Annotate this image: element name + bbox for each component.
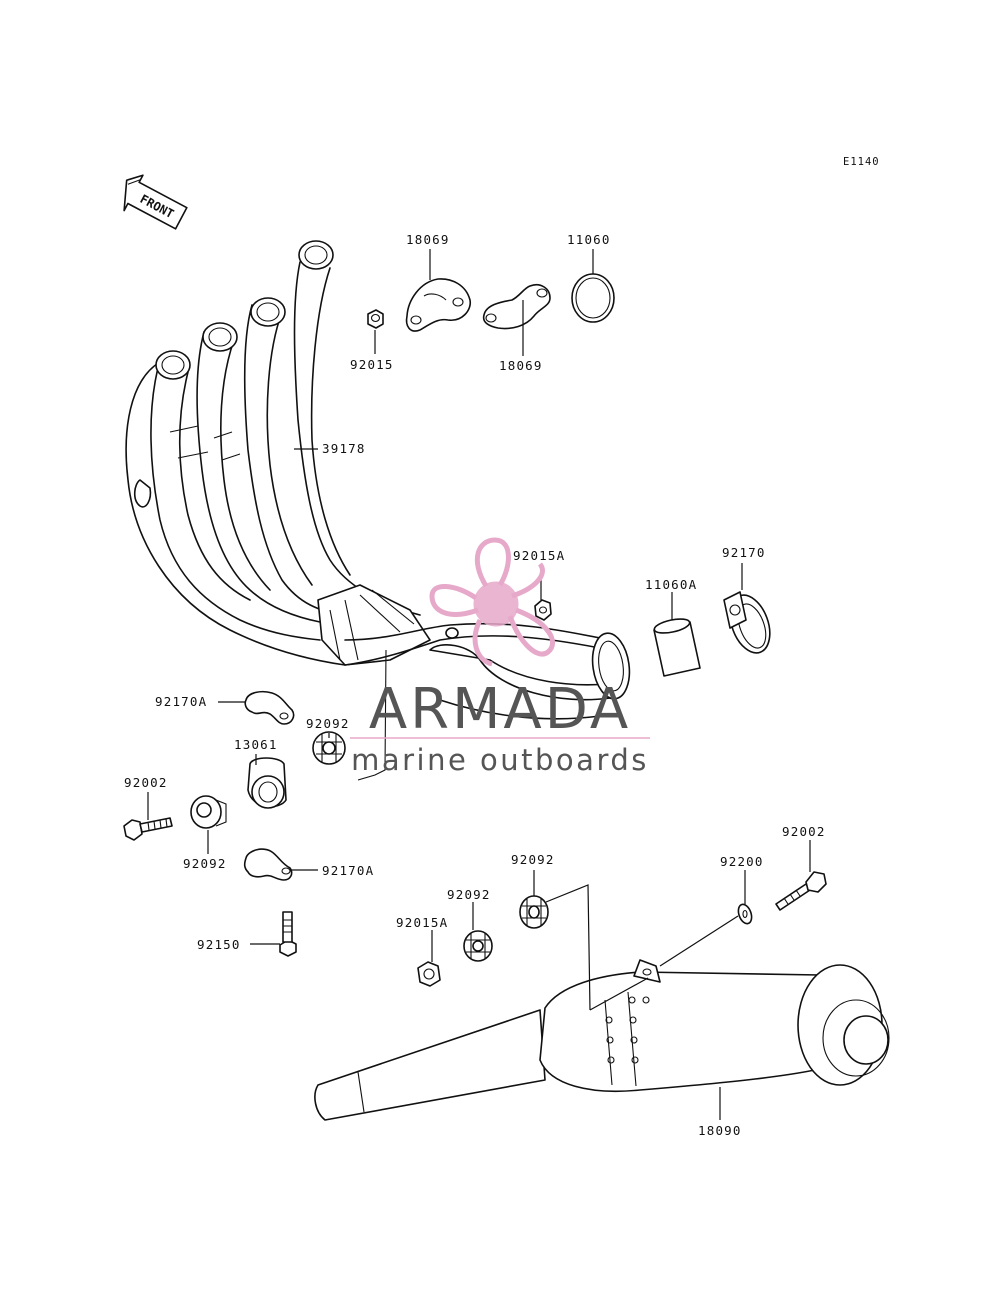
bracket-18069-bottom <box>482 283 551 330</box>
label-18069-bottom: 18069 <box>499 358 543 373</box>
label-92002-left: 92002 <box>124 775 168 790</box>
exhaust-header-pipes <box>125 240 631 781</box>
label-13061: 13061 <box>234 737 278 752</box>
bolt-92002-left <box>123 817 173 841</box>
bolt-92002-right <box>775 871 827 911</box>
washer-92200 <box>737 903 753 925</box>
nut-92015 <box>367 309 384 329</box>
nut-92015A-top <box>534 599 552 621</box>
label-92170A-top: 92170A <box>155 694 207 709</box>
grommet-92092-lower <box>519 895 549 929</box>
watermark-subtitle: marine outboards <box>351 743 649 777</box>
label-92015A-top: 92015A <box>513 548 565 563</box>
label-92150: 92150 <box>197 937 241 952</box>
label-39178: 39178 <box>322 441 366 456</box>
bracket-92170A-bottom <box>243 848 293 881</box>
label-92170-right: 92170 <box>722 545 766 560</box>
muffler-18090 <box>314 959 890 1121</box>
label-18069-top: 18069 <box>406 232 450 247</box>
bracket-92170A-top <box>244 690 295 725</box>
propeller-logo-icon <box>429 537 555 667</box>
bolt-92150 <box>279 911 297 957</box>
label-11060: 11060 <box>567 232 611 247</box>
collar-13061 <box>247 757 287 809</box>
bracket-18069-top <box>405 278 472 332</box>
label-92015A-lower: 92015A <box>396 915 448 930</box>
label-18090: 18090 <box>698 1123 742 1138</box>
label-92200: 92200 <box>720 854 764 869</box>
label-92092-left: 92092 <box>183 856 227 871</box>
label-92092-mid: 92092 <box>306 716 350 731</box>
grommet-92092-lower2 <box>463 930 493 962</box>
gasket-11060 <box>571 273 615 323</box>
grommet-92092-mid <box>312 731 346 765</box>
front-arrow-icon: FRONT <box>123 174 188 230</box>
gasket-11060A <box>653 618 701 677</box>
leader-lines <box>147 249 811 1120</box>
label-92170A-bottom: 92170A <box>322 863 374 878</box>
clamp-92170 <box>723 591 771 654</box>
label-92092-lower2: 92092 <box>447 887 491 902</box>
grommet-92092-left <box>190 795 227 829</box>
armada-watermark: ARMADA marine outboards <box>350 537 650 777</box>
label-92002-right: 92002 <box>782 824 826 839</box>
label-92015: 92015 <box>350 357 394 372</box>
label-92092-lower: 92092 <box>511 852 555 867</box>
part-labels: 18069 11060 92015 18069 39178 92015A 921… <box>124 232 826 1138</box>
watermark-title: ARMADA <box>369 677 631 742</box>
nut-92015A-lower <box>417 961 441 987</box>
diagram-ref-code: E1140 <box>843 156 880 168</box>
label-11060A: 11060A <box>645 577 697 592</box>
